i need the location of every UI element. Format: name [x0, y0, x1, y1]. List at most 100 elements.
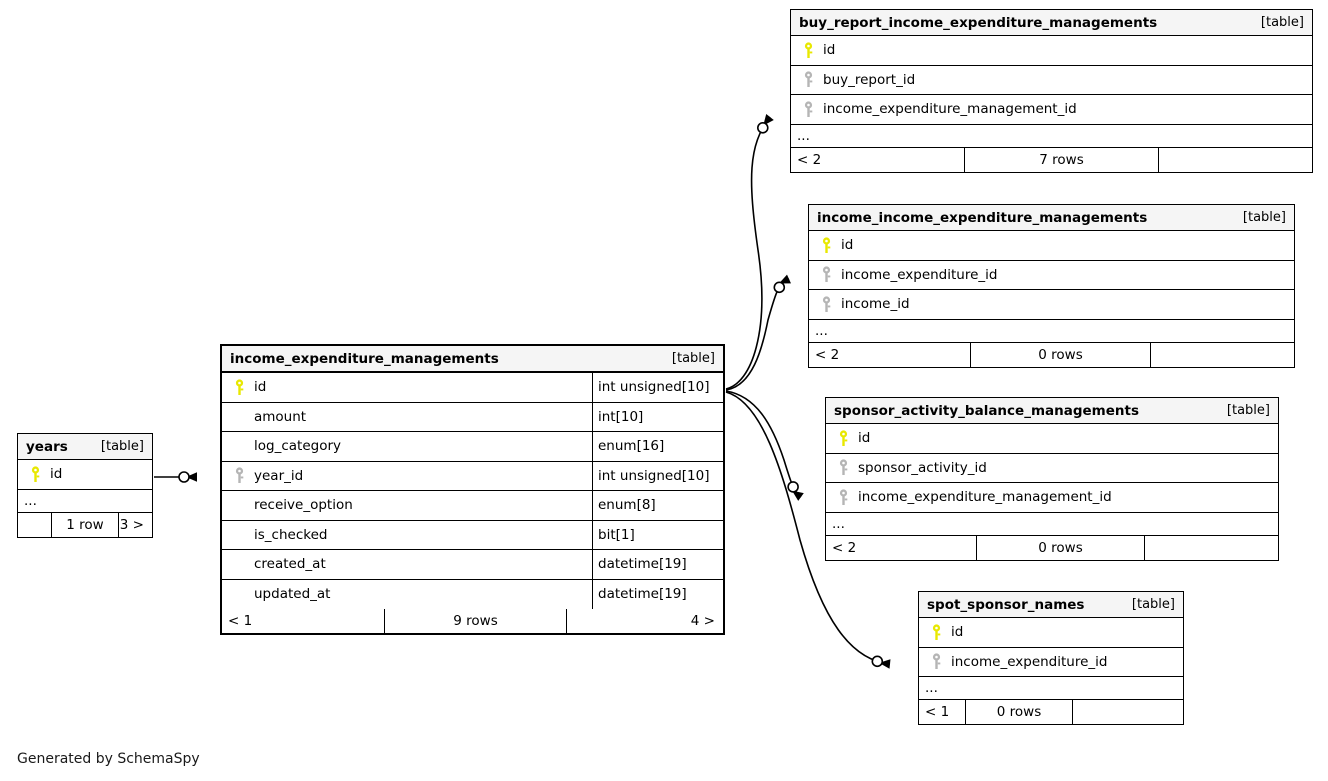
column-row[interactable]: sponsor_activity_id: [826, 454, 1278, 483]
more-columns-indicator[interactable]: ...: [919, 677, 1183, 700]
column-row[interactable]: income_expenditure_management_id: [791, 95, 1312, 125]
relationship-line: [725, 114, 774, 390]
column-name-label: income_expenditure_management_id: [823, 101, 1077, 118]
primary-key-icon: [832, 430, 854, 447]
table-header-sponsor_activity_balance_managements: sponsor_activity_balance_managements[tab…: [826, 398, 1278, 424]
ellipsis-label: ...: [925, 680, 938, 696]
footer-row-count: 0 rows: [970, 342, 1150, 367]
foreign-key-icon: [832, 459, 854, 476]
column-name-cell: year_id: [222, 462, 592, 491]
ellipsis-label: ...: [797, 127, 810, 144]
footer-parents-count[interactable]: < 2: [797, 151, 822, 168]
column-row[interactable]: id: [826, 424, 1278, 454]
column-name-cell: income_expenditure_id: [809, 261, 1294, 290]
relationship-line: [725, 390, 804, 501]
more-columns-indicator[interactable]: ...: [18, 490, 152, 513]
ellipsis-label: ...: [832, 515, 845, 532]
column-name-label: id: [858, 430, 871, 447]
table-sponsor_activity_balance_managements[interactable]: sponsor_activity_balance_managements[tab…: [825, 397, 1279, 561]
column-type-label: int unsigned[10]: [592, 461, 723, 490]
column-name-cell: income_id: [809, 290, 1294, 319]
table-header-income_income_expenditure_managements: income_income_expenditure_managements[ta…: [809, 205, 1294, 231]
footer-children-count[interactable]: 4 >: [566, 609, 723, 633]
table-header-spot_sponsor_names: spot_sponsor_names[table]: [919, 592, 1183, 618]
column-row[interactable]: income_expenditure_management_id: [826, 483, 1278, 513]
column-name-cell: id: [18, 460, 152, 489]
column-row[interactable]: buy_report_id: [791, 66, 1312, 95]
footer-children-count[interactable]: [1072, 700, 1183, 724]
footer-children-count[interactable]: 3 >: [118, 512, 152, 537]
cardinality-zero-marker: [787, 481, 799, 493]
column-name-label: sponsor_activity_id: [858, 459, 987, 476]
column-type-label: enum[16]: [592, 432, 723, 461]
column-row[interactable]: id: [919, 618, 1183, 648]
rel-main-to-income-income: [725, 274, 791, 391]
footer-parents-count[interactable]: < 1: [228, 613, 253, 629]
column-name-cell: buy_report_id: [791, 66, 1312, 95]
column-name-label: id: [50, 466, 63, 483]
column-row[interactable]: id: [791, 36, 1312, 66]
footer-parents-count[interactable]: < 2: [815, 346, 840, 363]
table-type-tag: [table]: [100, 439, 144, 454]
more-columns-indicator[interactable]: ...: [791, 125, 1312, 148]
footer-parents-count[interactable]: [18, 513, 51, 537]
table-header-buy_report_income_expenditure_managements: buy_report_income_expenditure_management…: [791, 10, 1312, 36]
column-name-label: receive_option: [254, 497, 353, 514]
column-name-cell: created_at: [222, 550, 592, 579]
table-type-tag: [table]: [1226, 403, 1270, 418]
footer-children-count[interactable]: [1158, 147, 1312, 172]
footer-children-count[interactable]: [1144, 535, 1278, 560]
footer-parents-count[interactable]: < 1: [925, 704, 950, 720]
table-footer-income_income_expenditure_managements: < 2 0 rows: [809, 342, 1294, 367]
table-title: income_income_expenditure_managements: [817, 209, 1148, 226]
foreign-key-icon: [797, 101, 819, 118]
column-row[interactable]: income_expenditure_id: [809, 261, 1294, 290]
column-name-label: buy_report_id: [823, 71, 916, 88]
more-columns-indicator[interactable]: ...: [809, 320, 1294, 343]
column-name-label: year_id: [254, 467, 304, 484]
column-row[interactable]: id: [809, 231, 1294, 261]
column-name-cell: receive_option: [222, 491, 592, 520]
column-row[interactable]: year_id int unsigned[10]: [222, 461, 723, 491]
table-title: income_expenditure_managements: [230, 350, 499, 367]
foreign-key-icon: [815, 296, 837, 313]
column-name-label: id: [951, 624, 964, 641]
table-footer-spot_sponsor_names: < 1 0 rows: [919, 700, 1183, 724]
column-type-label: int[10]: [592, 402, 723, 431]
table-buy_report_income_expenditure_managements[interactable]: buy_report_income_expenditure_management…: [790, 9, 1313, 173]
column-name-label: id: [823, 42, 836, 59]
column-name-label: id: [841, 237, 854, 254]
column-name-cell: id: [826, 424, 1278, 453]
schemaspy-credit: Generated by SchemaSpy: [17, 751, 200, 767]
column-name-label: income_expenditure_id: [841, 266, 998, 283]
ellipsis-label: ...: [24, 492, 37, 509]
rel-years-to-main: [154, 471, 197, 483]
column-row[interactable]: id: [18, 460, 152, 490]
column-row[interactable]: income_id: [809, 290, 1294, 320]
column-name-label: updated_at: [254, 586, 331, 603]
footer-row-count: 0 rows: [965, 700, 1072, 724]
column-type-label: bit[1]: [592, 520, 723, 549]
footer-children-count[interactable]: [1150, 342, 1294, 367]
footer-parents-count[interactable]: < 2: [832, 539, 857, 556]
table-income_income_expenditure_managements[interactable]: income_income_expenditure_managements[ta…: [808, 204, 1295, 368]
rel-main-to-sponsor-balance: [725, 390, 804, 501]
more-columns-indicator[interactable]: ...: [826, 513, 1278, 536]
column-name-cell: id: [222, 373, 592, 402]
column-name-cell: income_expenditure_management_id: [826, 483, 1278, 512]
column-row[interactable]: income_expenditure_id: [919, 648, 1183, 677]
table-type-tag: [table]: [1131, 597, 1175, 612]
table-spot_sponsor_names[interactable]: spot_sponsor_names[table]id income_expend…: [918, 591, 1184, 725]
